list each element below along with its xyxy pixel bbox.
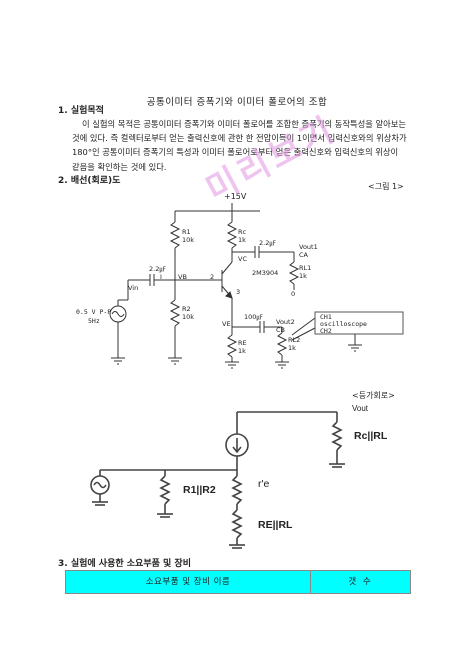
table-header-count: 갯 수 bbox=[348, 577, 373, 587]
vout2-label: Vout2 bbox=[276, 318, 295, 326]
section-heading-equipment: 3. 실험에 사용한 소요부품 및 장비 bbox=[58, 559, 191, 569]
scope-ch1: CH1 bbox=[320, 313, 332, 321]
r1-r2-label: R1||R2 bbox=[183, 484, 216, 496]
node-2: 2 bbox=[210, 273, 215, 281]
node-vb: VB bbox=[178, 273, 187, 281]
re-value: 1k bbox=[238, 347, 246, 355]
rl2-value: 1k bbox=[288, 344, 296, 352]
rc-rl-label: Rc||RL bbox=[354, 430, 388, 442]
transistor-label: 2M3904 bbox=[252, 269, 279, 277]
rc-label: Rc bbox=[238, 228, 247, 236]
rl1-value: 1k bbox=[299, 272, 307, 280]
document-title: 공통이미터 증폭기와 이미터 폴로어의 조합 bbox=[146, 97, 328, 108]
cin-label: 2.2㎌ bbox=[149, 265, 166, 273]
cout1-label: 2.2㎌ bbox=[259, 239, 276, 247]
re-label: RE bbox=[238, 339, 247, 347]
vout-label: Vout bbox=[352, 404, 369, 413]
re-rl-label: RE||RL bbox=[258, 519, 293, 531]
figure1-label: <그림 1> bbox=[368, 182, 404, 191]
figure2-label: <등가회로> bbox=[352, 391, 395, 400]
vcc-label: +15V bbox=[224, 192, 247, 201]
equipment-table-header: 소요부품 및 장비 이름 갯 수 bbox=[65, 570, 411, 594]
r2-value: 10k bbox=[182, 313, 195, 321]
r2-label: R2 bbox=[182, 305, 191, 313]
vout1-label: Vout1 bbox=[299, 243, 318, 251]
purpose-line: 180°인 공통이미터 증폭기의 특성과 이미터 폴로어로부터 얻은 출력신호와… bbox=[72, 147, 399, 158]
vout1-node: CA bbox=[299, 251, 308, 259]
vin-label: Vin bbox=[128, 284, 139, 292]
rl2-label: RL2 bbox=[288, 336, 301, 344]
rl1-label: RL1 bbox=[299, 264, 312, 272]
table-header-name: 소요부품 및 장비 이름 bbox=[66, 571, 311, 593]
source-frequency: 5Hz bbox=[88, 317, 100, 325]
vout2-node: CB bbox=[276, 326, 285, 334]
cout2-label: 100㎌ bbox=[244, 313, 263, 321]
purpose-line: 같음을 확인하는 것에 있다. bbox=[72, 161, 167, 172]
source-amplitude: 0.5 V P-P bbox=[76, 308, 112, 316]
r1-value: 10k bbox=[182, 236, 195, 244]
ground-label: 0 bbox=[291, 290, 296, 298]
node-i: I bbox=[160, 273, 162, 281]
node-vc: VC bbox=[238, 255, 247, 263]
r1-label: R1 bbox=[182, 228, 191, 236]
re-small-label: r'e bbox=[258, 478, 270, 490]
node-3: 3 bbox=[236, 288, 241, 296]
scope-name: oscilloscope bbox=[320, 320, 367, 328]
node-ve: VE bbox=[222, 320, 231, 328]
scope-ch2: CH2 bbox=[320, 327, 332, 335]
rc-value: 1k bbox=[238, 236, 246, 244]
section-heading-circuit: 2. 배선(회로)도 bbox=[58, 176, 121, 186]
section-heading-purpose: 1. 실험목적 bbox=[58, 106, 104, 116]
purpose-line: 이 실험의 목적은 공통이미터 증폭기와 이미터 폴로어를 조합한 증폭기의 동… bbox=[82, 119, 407, 129]
purpose-line: 것에 있다. 즉 컬렉터로부터 얻는 출력신호에 관한 한 전압이득이 1이면서… bbox=[72, 133, 407, 144]
purpose-paragraph: 이 실험의 목적은 공통이미터 증폭기와 이미터 폴로어를 조합한 증폭기의 동… bbox=[72, 117, 422, 174]
